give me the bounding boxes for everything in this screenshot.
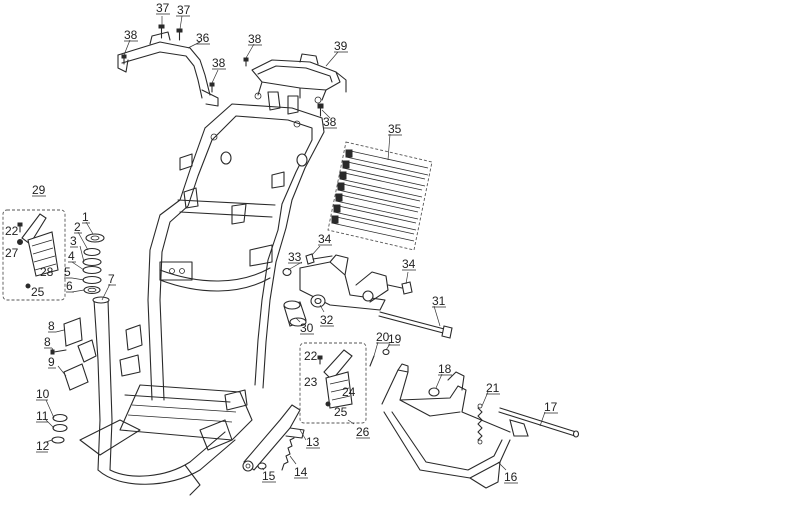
callout-38c: 38 bbox=[248, 32, 262, 46]
leader-lines bbox=[45, 15, 546, 471]
callout-30: 30 bbox=[300, 321, 314, 335]
callout-11: 11 bbox=[36, 409, 49, 423]
callout-4: 4 bbox=[68, 249, 75, 263]
callout-31: 31 bbox=[432, 294, 446, 308]
rear-carrier-rack bbox=[251, 53, 347, 104]
callout-33: 33 bbox=[288, 250, 302, 264]
callout-22a: 22 bbox=[5, 224, 19, 238]
callout-8a: 8 bbox=[48, 319, 55, 333]
pivot-bolt bbox=[378, 311, 453, 339]
screw-37a bbox=[158, 24, 165, 39]
washers-10-12 bbox=[51, 413, 68, 444]
callout-2: 2 bbox=[74, 220, 81, 234]
callout-34a: 34 bbox=[318, 232, 332, 246]
callout-5: 5 bbox=[64, 265, 71, 279]
callout-3: 3 bbox=[70, 234, 77, 248]
callout-38b: 38 bbox=[212, 56, 226, 70]
callout-39: 39 bbox=[334, 39, 348, 53]
callout-24: 24 bbox=[342, 385, 356, 399]
left-footpeg-assembly bbox=[2, 209, 66, 301]
callout-38d: 38 bbox=[323, 115, 337, 129]
callout-34b: 34 bbox=[402, 257, 416, 271]
callout-14: 14 bbox=[294, 465, 308, 479]
stand-nut bbox=[382, 348, 390, 356]
callout-15: 15 bbox=[262, 469, 276, 483]
engine-mount-bracket bbox=[299, 254, 389, 311]
stand-shaft bbox=[498, 407, 580, 438]
stand-spring bbox=[281, 437, 295, 471]
callout-36: 36 bbox=[196, 31, 210, 45]
callout-18: 18 bbox=[438, 362, 452, 376]
callout-12: 12 bbox=[36, 439, 50, 453]
screw-38d bbox=[317, 103, 324, 117]
callout-21: 21 bbox=[486, 381, 500, 395]
stand-spring-21 bbox=[477, 403, 483, 445]
callout-35: 35 bbox=[388, 122, 402, 136]
callout-25a: 25 bbox=[31, 285, 45, 299]
callout-26: 26 bbox=[356, 425, 370, 439]
callout-20: 20 bbox=[376, 330, 390, 344]
callout-37b: 37 bbox=[177, 3, 191, 17]
screw-37b bbox=[176, 28, 183, 41]
stand-pin bbox=[369, 355, 375, 367]
screw-38b bbox=[209, 82, 215, 93]
label-underlines bbox=[32, 13, 558, 484]
callout-19: 19 bbox=[388, 332, 402, 346]
callout-16: 16 bbox=[504, 470, 518, 484]
callout-22b: 22 bbox=[304, 349, 318, 363]
callout-27: 27 bbox=[5, 246, 19, 260]
callout-9: 9 bbox=[48, 355, 55, 369]
callout-17: 17 bbox=[544, 400, 558, 414]
screw-38c bbox=[243, 57, 249, 67]
callout-29: 29 bbox=[32, 183, 46, 197]
steering-bearing-stack bbox=[82, 233, 105, 295]
callout-13: 13 bbox=[306, 435, 320, 449]
callout-6: 6 bbox=[66, 279, 73, 293]
center-stand bbox=[381, 363, 511, 489]
callout-28: 28 bbox=[40, 265, 54, 279]
rear-grab-handle bbox=[117, 31, 219, 107]
stand-bolt bbox=[257, 462, 267, 470]
mount-bolt-b bbox=[387, 281, 413, 295]
callout-32: 32 bbox=[320, 313, 334, 327]
nut-33 bbox=[282, 267, 292, 277]
right-footpeg-assembly bbox=[299, 342, 367, 424]
callout-23: 23 bbox=[304, 375, 318, 389]
callout-7: 7 bbox=[108, 272, 115, 286]
callout-labels: 37 37 36 38 38 38 39 38 35 34 33 34 31 3… bbox=[5, 1, 558, 484]
main-frame bbox=[79, 91, 325, 496]
callout-8b: 8 bbox=[44, 335, 51, 349]
callout-38a: 38 bbox=[124, 28, 138, 42]
callout-25b: 25 bbox=[334, 405, 348, 419]
bolt-kit-35 bbox=[327, 141, 433, 251]
side-bracket bbox=[50, 317, 97, 391]
stand-bushing bbox=[428, 387, 440, 397]
side-stand bbox=[242, 404, 305, 472]
callout-10: 10 bbox=[36, 387, 50, 401]
mount-bolt-a bbox=[305, 253, 333, 265]
rubber-bushing bbox=[283, 300, 307, 327]
callout-1: 1 bbox=[82, 210, 89, 224]
callout-37a: 37 bbox=[156, 1, 170, 15]
